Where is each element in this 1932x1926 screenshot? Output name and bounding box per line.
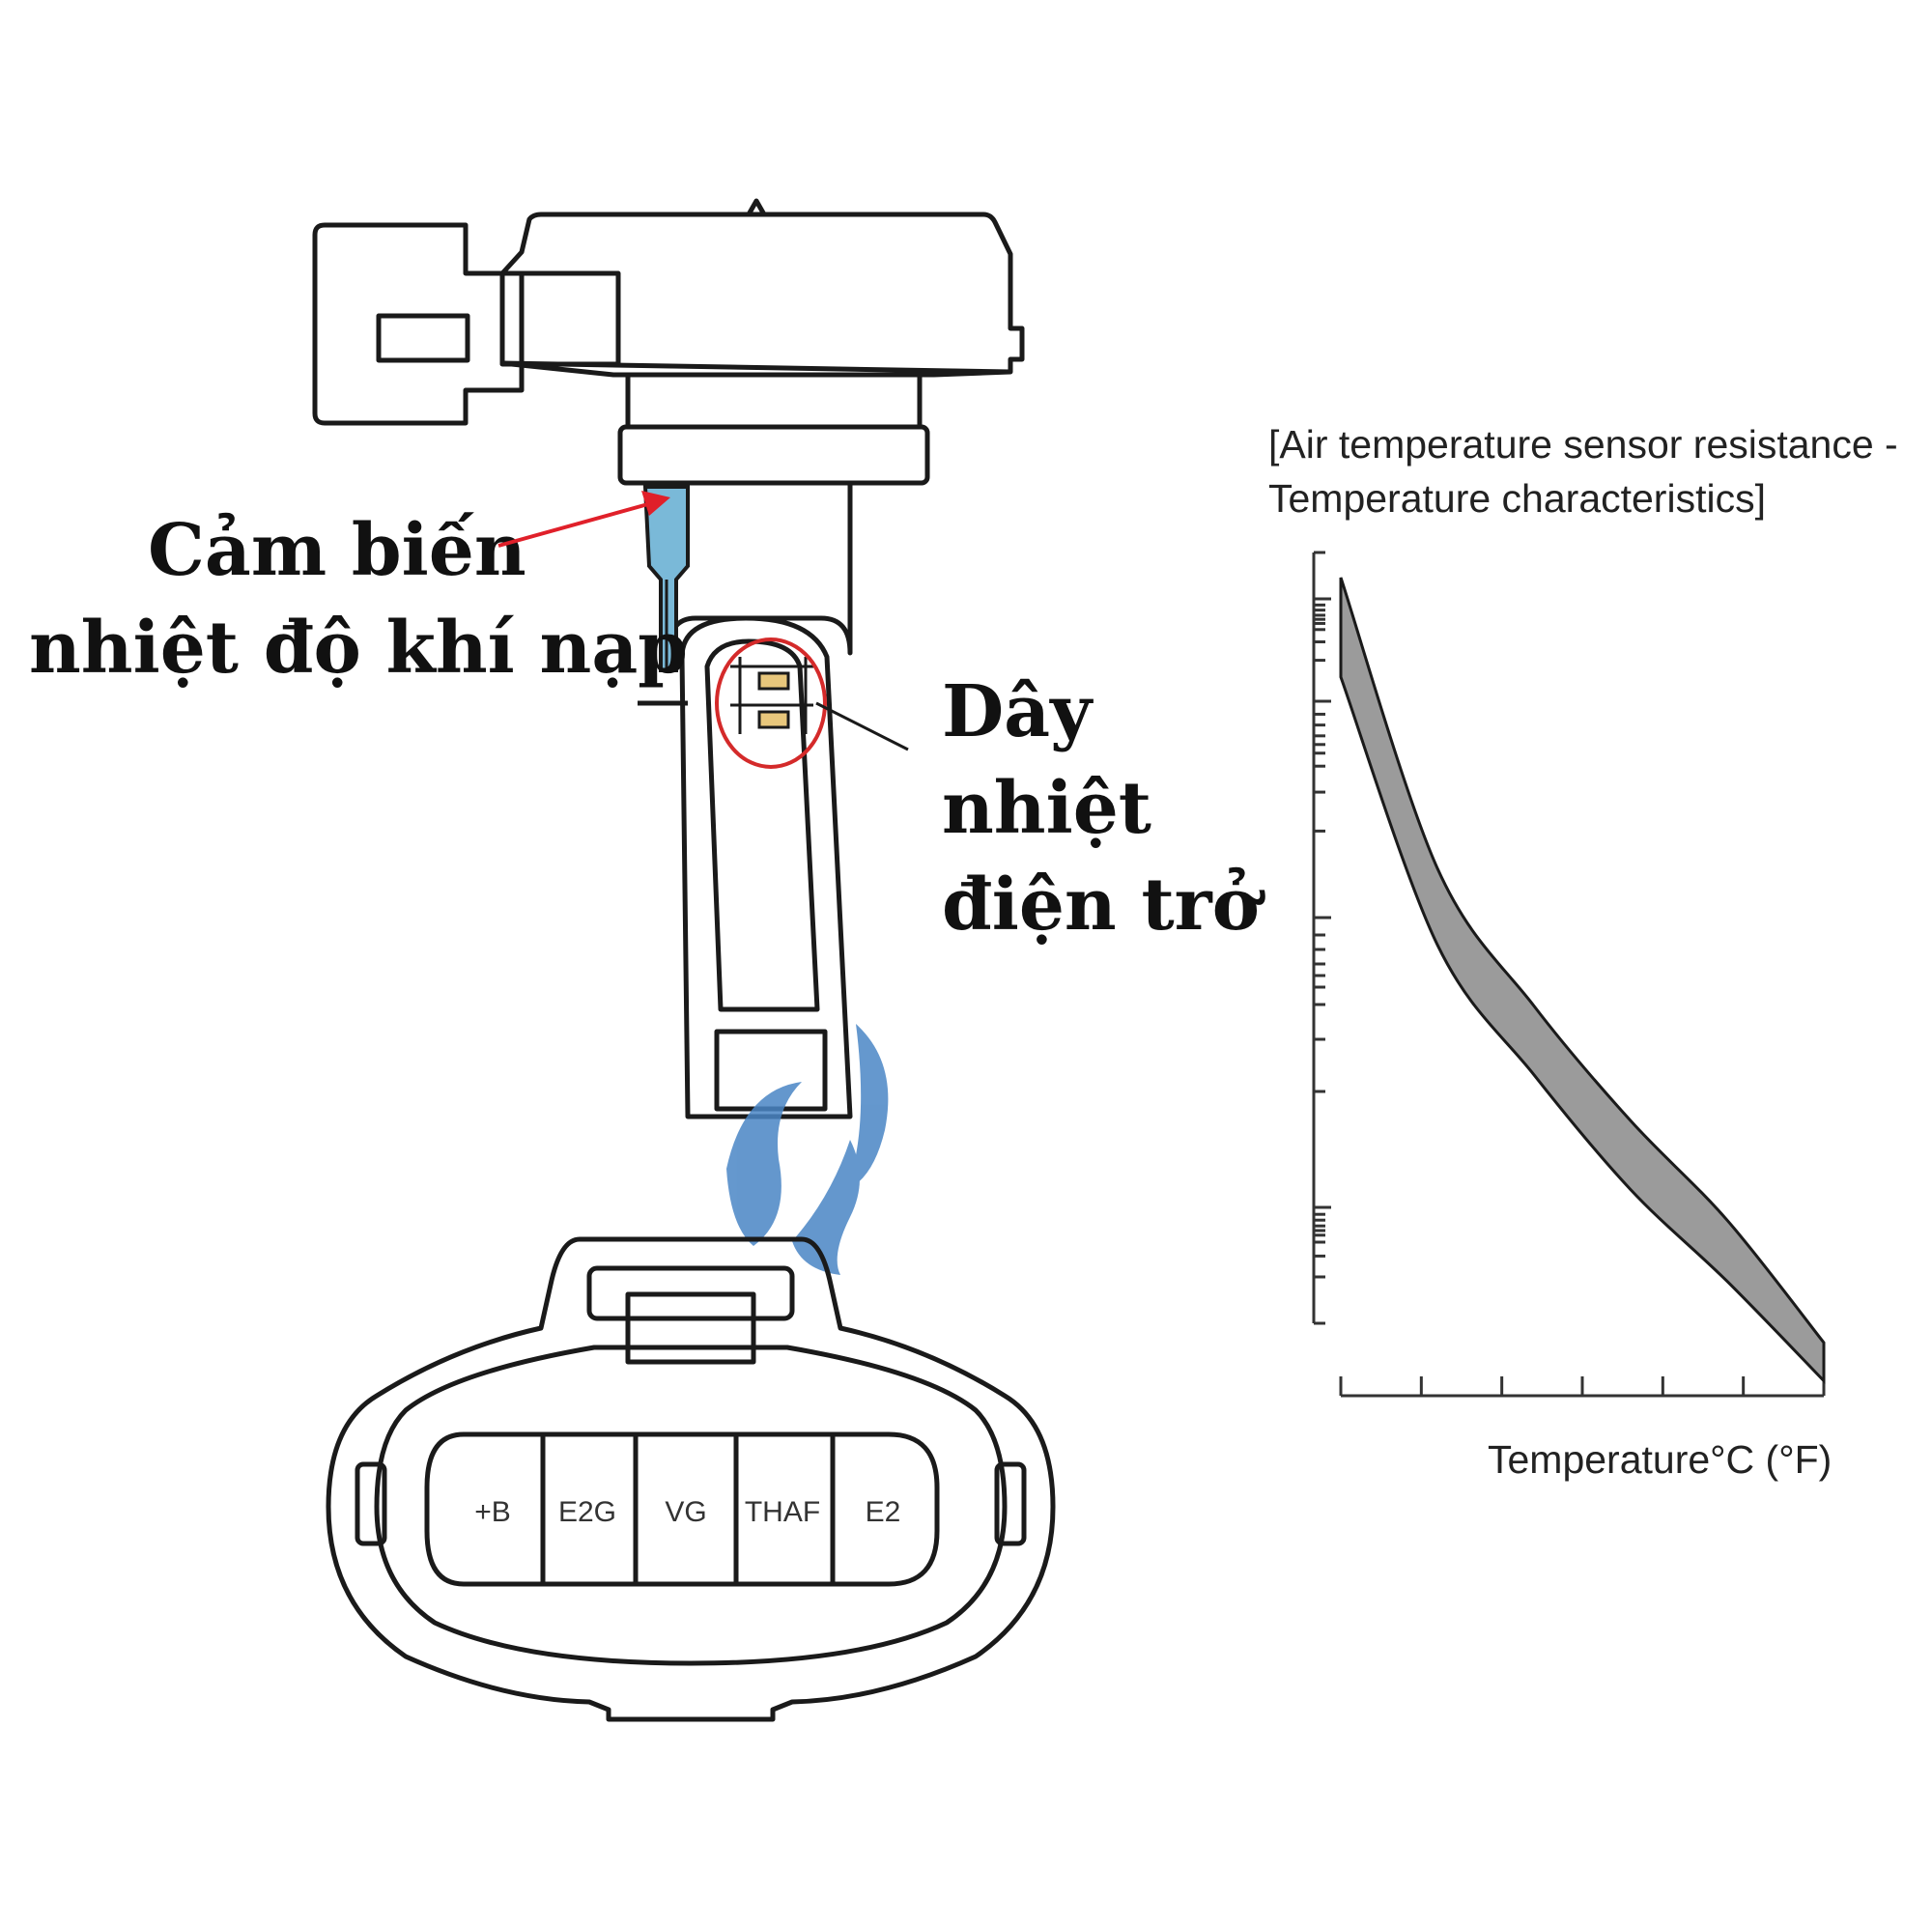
pin-label: E2: [866, 1496, 901, 1528]
resistance-temperature-chart: [Air temperature sensor resistance - Tem…: [1268, 422, 1898, 1482]
connector-latch: [586, 1265, 795, 1321]
hot-wire-leader-line: [815, 701, 909, 751]
head-notch: [746, 198, 767, 216]
chart-title-line1: [Air temperature sensor resistance -: [1268, 422, 1898, 467]
connector-side-clip-right: [994, 1461, 1027, 1546]
pin-label: VG: [665, 1496, 706, 1528]
hot-wire-label-line2: nhiệt: [942, 767, 1151, 850]
hot-wire-label-line1: Dây: [942, 670, 1094, 753]
pin-label: E2G: [558, 1496, 616, 1528]
hot-wire-highlight-ring: [715, 637, 827, 769]
sensor-collar: [625, 372, 923, 430]
y-axis-ticks: [1314, 597, 1331, 1279]
sensor-oring: [617, 424, 930, 486]
hot-wire-label-line3: điện trở: [942, 864, 1266, 947]
hot-wire-callout: Dây nhiệt điện trở: [815, 670, 1266, 947]
tolerance-band-area: [1339, 577, 1826, 1385]
hot-wire-elements: [730, 657, 813, 734]
connector-outer-shell: [326, 1236, 1056, 1722]
sensor-head: [499, 212, 1025, 378]
chart-title-line2: Temperature characteristics]: [1268, 476, 1766, 521]
x-axis-label: Temperature°C (°F): [1488, 1437, 1832, 1482]
connector-housing: [312, 222, 525, 426]
connector-face: [326, 1236, 1056, 1722]
connector-pin-labels: +B E2G VG THAF E2: [474, 1496, 900, 1528]
intake-sensor-label-line2: nhiệt độ khí nạp: [29, 607, 688, 690]
pin-cavity: [424, 1431, 940, 1587]
connector-key: [625, 1291, 756, 1365]
sensor-probe: [679, 615, 853, 1119]
connector-inner-shell: [374, 1345, 1008, 1666]
x-axis-ticks: [1339, 1376, 1826, 1396]
intake-sensor-arrowhead: [641, 491, 670, 516]
connector-side-clip-left: [355, 1461, 387, 1546]
pin-label: +B: [474, 1496, 511, 1528]
pin-label: THAF: [745, 1496, 820, 1528]
connector-window: [376, 313, 470, 363]
intake-sensor-arrow: [497, 500, 656, 548]
intake-sensor-label-line1: Cảm biến: [148, 509, 526, 592]
intake-air-temp-sensor: [642, 485, 690, 672]
intake-sensor-callout: Cảm biến nhiệt độ khí nạp: [29, 491, 688, 690]
